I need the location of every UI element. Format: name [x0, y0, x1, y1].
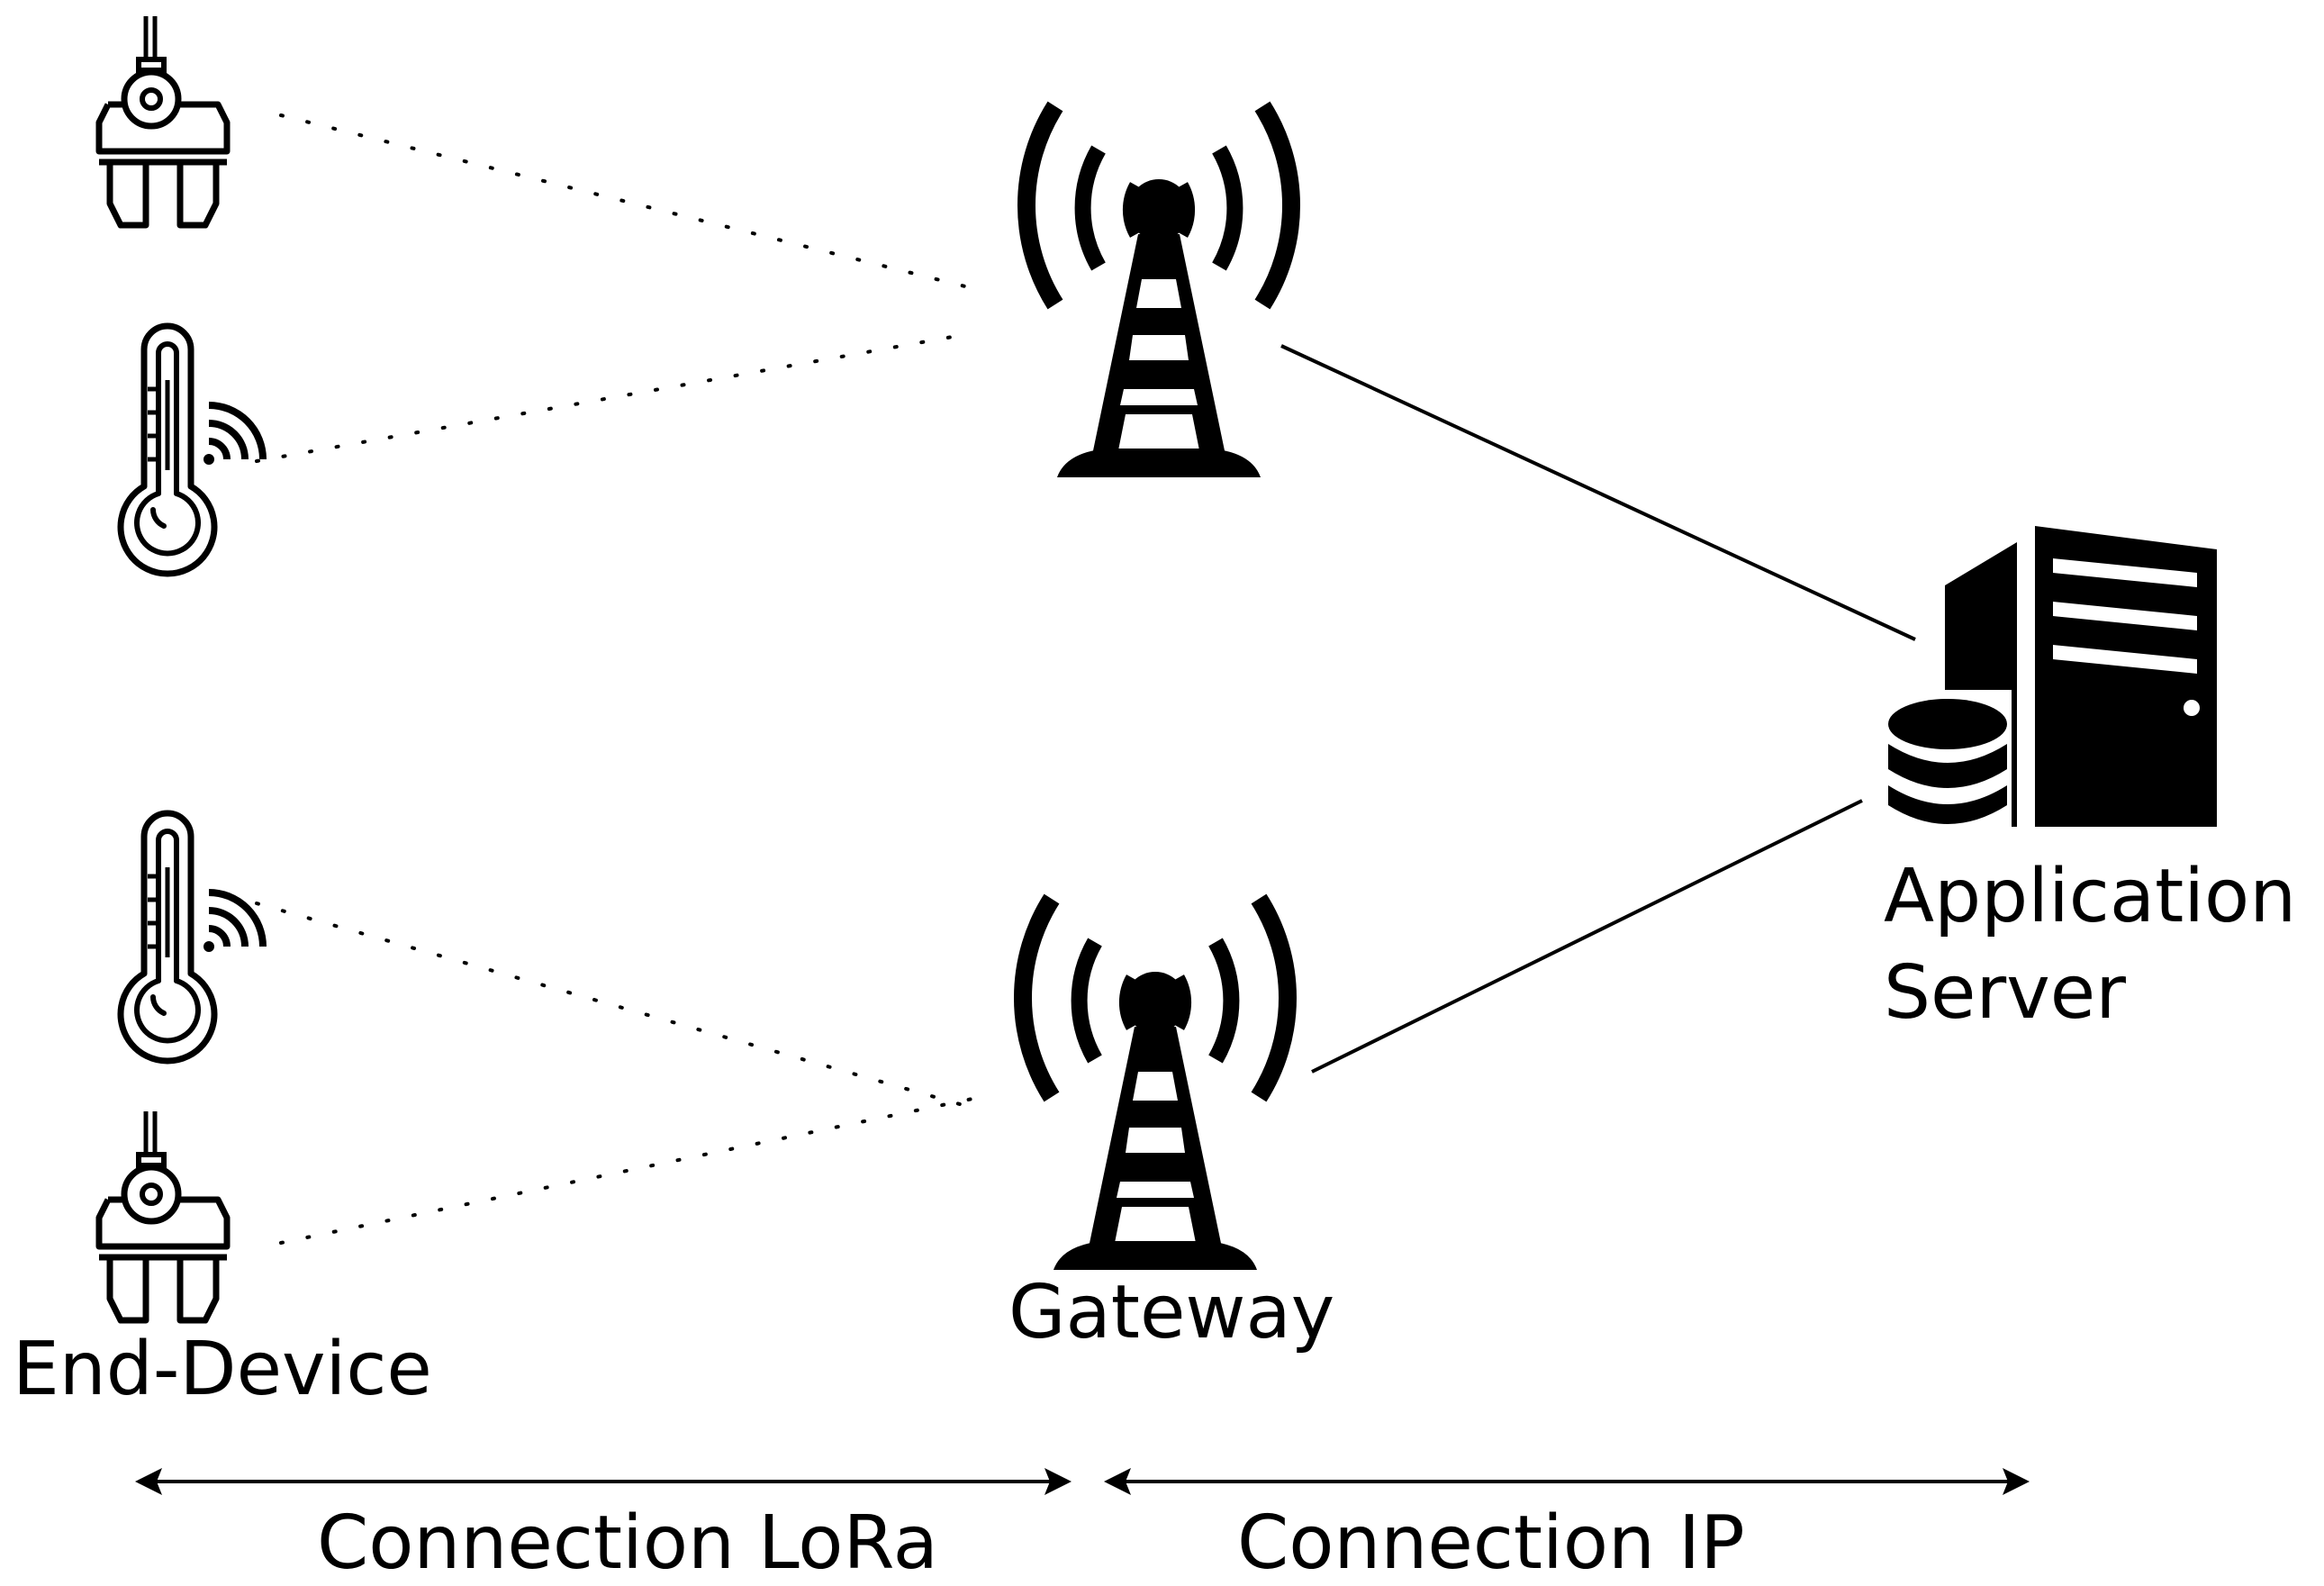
thermometer-wireless-icon	[121, 813, 263, 1061]
lora-link-thermo1-gw1	[255, 331, 974, 463]
application-server-label-line1: Application	[1884, 854, 2297, 939]
lora-link-thermo2-gw2	[255, 902, 974, 1110]
thermometer-wireless-icon	[121, 326, 263, 574]
gateway-label: Gateway	[1008, 1270, 1335, 1355]
lora-link-claw2-gw2	[279, 1097, 974, 1245]
arrow-lora	[135, 1468, 1072, 1495]
end-device-label: End-Device	[13, 1327, 432, 1412]
ip-links	[1280, 344, 1916, 1074]
radio-tower-icon	[1023, 899, 1288, 1270]
server-database-icon	[1885, 526, 2217, 834]
lora-link-claw1-gw1	[279, 113, 974, 290]
application-server-label: Application Server	[1884, 848, 2316, 1041]
crane-claw-icon	[99, 1111, 227, 1320]
connection-ip-label: Connection IP	[1237, 1500, 1745, 1586]
lora-links	[255, 113, 974, 1245]
arrow-ip	[1104, 1468, 2030, 1495]
radio-tower-icon	[1026, 106, 1291, 477]
ip-link-gw2-server	[1311, 799, 1863, 1074]
crane-claw-icon	[99, 16, 227, 225]
ip-link-gw1-server	[1280, 344, 1916, 641]
connection-lora-label: Connection LoRa	[317, 1500, 938, 1586]
application-server-label-line2: Server	[1884, 950, 2126, 1036]
